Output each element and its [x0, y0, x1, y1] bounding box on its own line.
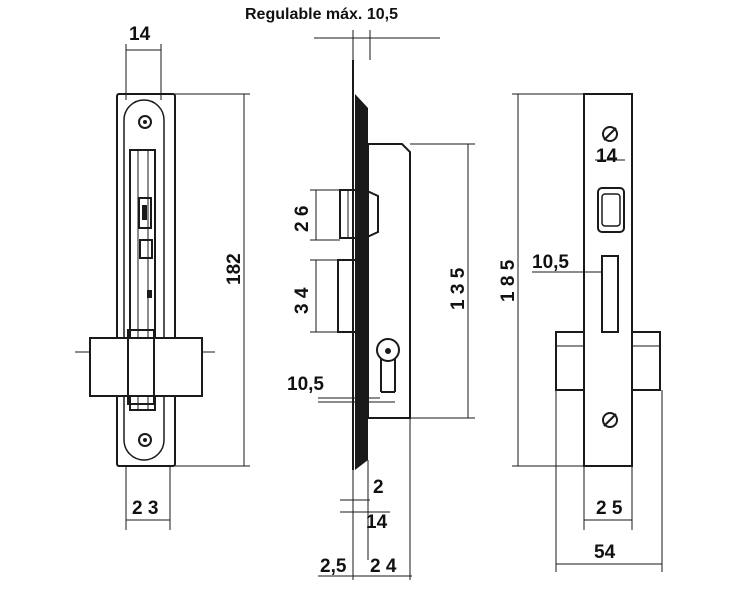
- right-total-label: 54: [594, 542, 616, 563]
- mid-upper-label: 2 6: [292, 206, 313, 232]
- mid-bolt: [337, 259, 359, 333]
- right-bolt-slot: [601, 255, 619, 333]
- right-faceplate: [583, 93, 633, 467]
- right-height-label: 1 8 5: [498, 259, 519, 302]
- mid-offset-label: 10,5: [287, 374, 324, 395]
- left-faceplate-inner: [123, 99, 165, 461]
- left-height-label: 182: [224, 253, 245, 285]
- left-bottom-screw: [138, 433, 152, 447]
- right-latch-opening: [597, 187, 625, 233]
- middle-view: 2 6 3 4 1 3 5 10,5 2 14 2,5 2 4: [287, 30, 475, 580]
- left-body: [129, 149, 156, 411]
- left-view: 14 182 2 3: [75, 24, 250, 530]
- right-bolt-right: [631, 331, 661, 391]
- mid-keyhole: [376, 338, 400, 362]
- right-bolt-left: [555, 331, 585, 391]
- right-bottom-screw: [602, 412, 618, 428]
- right-slot-label: 10,5: [532, 252, 569, 273]
- mid-middle-label: 3 4: [292, 287, 313, 314]
- adjustable-max-label: Regulable máx. 10,5: [245, 6, 398, 23]
- left-top-width-label: 14: [129, 24, 151, 45]
- mid-gap-label: 2: [373, 477, 384, 498]
- left-faceplate: [116, 93, 176, 467]
- right-width-label: 2 5: [596, 498, 623, 519]
- right-view: 14 1 8 5 10,5 2 5 54: [498, 93, 663, 572]
- mid-faceplate-edge: [355, 94, 368, 470]
- right-top-screw: [602, 126, 618, 142]
- left-top-screw: [138, 115, 152, 129]
- left-latch-part: [138, 197, 152, 229]
- mid-latch: [339, 189, 379, 239]
- right-top-label: 14: [596, 146, 618, 167]
- left-bolt: [89, 337, 203, 397]
- mid-body: [367, 143, 411, 419]
- left-bottom-width-label: 2 3: [132, 498, 158, 519]
- mid-small-label: 14: [366, 512, 388, 533]
- mid-bottom-right-label: 2 4: [370, 556, 397, 577]
- mid-bottom-left-label: 2,5: [320, 556, 347, 577]
- mid-height-label: 1 3 5: [448, 267, 469, 310]
